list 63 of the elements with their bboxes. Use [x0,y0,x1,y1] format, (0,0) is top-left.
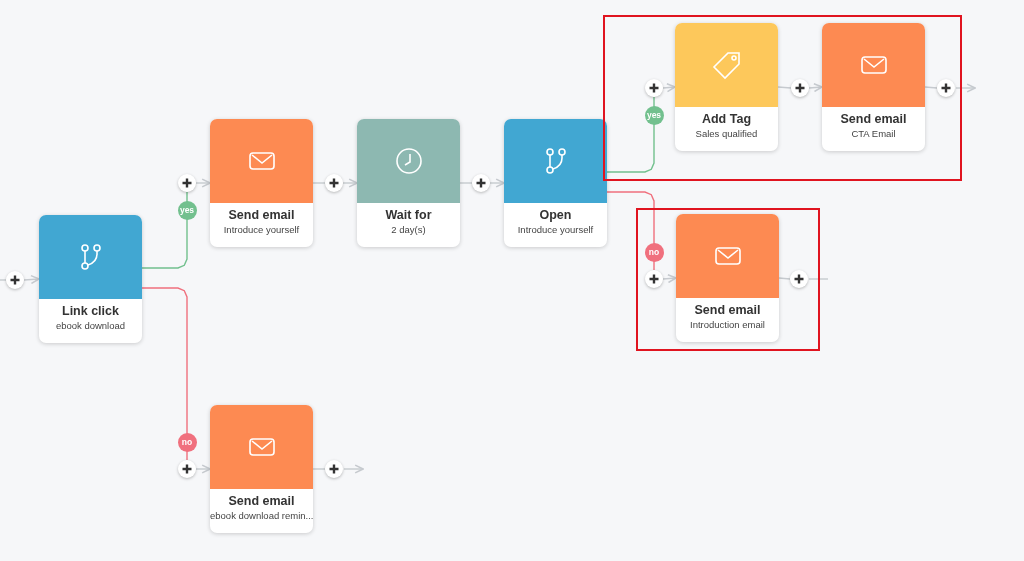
connector-line [141,287,188,461]
edge-label: no [644,242,664,262]
card-subtitle: Sales qualified [694,128,759,139]
connector-line [777,86,792,89]
action-card [822,23,925,151]
add-step-button [6,271,24,289]
card-subtitle: 2 day(s) [390,224,427,235]
card-subtitle: Introduction email [689,319,766,330]
arrow [662,273,677,284]
action-card [676,214,779,342]
edge-label: yes [644,105,664,125]
connector-line [459,182,473,184]
highlight-frame [603,15,962,181]
connector-line [0,279,7,281]
arrow [195,178,211,188]
connector-line [778,277,791,280]
connector-line [141,191,188,269]
arrow [342,178,358,188]
edge-label: no [177,432,197,452]
action-card [357,119,460,247]
action-card [210,119,313,247]
action-card [675,23,778,151]
card-subtitle: Introduce yourself [516,224,595,235]
arrow [662,82,676,93]
card-title: Send email [693,303,762,317]
card-title: Send email [227,494,296,508]
card-subtitle: CTA Email [850,128,897,139]
connector-line [312,182,326,184]
card-title: Link click [61,304,120,318]
arrow [955,83,976,93]
add-step-button [178,460,196,478]
card-title: Wait for [384,208,433,222]
action-card [210,405,313,533]
add-step-button [790,270,808,288]
arrow [195,464,211,474]
arrow [343,464,364,474]
connector-line [924,86,938,89]
arrow [23,274,40,285]
card-subtitle: ebook download [54,320,127,331]
connector-line [808,278,829,280]
card-title: Add Tag [700,112,753,126]
card-title: Open [538,208,573,222]
connector-line [312,468,326,470]
add-step-button [178,174,196,192]
card-subtitle: ebook download remin... [210,510,313,521]
connector-line [606,96,655,173]
add-step-button [645,270,663,288]
card-subtitle: Introduce yourself [222,224,301,235]
add-step-button [325,174,343,192]
add-step-button [791,79,809,97]
add-step-button [937,79,955,97]
card-title: Send email [839,112,908,126]
arrow [489,178,505,188]
connector-line [606,191,655,271]
card-title: Send email [227,208,296,222]
edge-label: yes [177,200,197,220]
highlight-frame [636,208,820,351]
add-step-button [645,79,663,97]
action-card [504,119,607,247]
add-step-button [325,460,343,478]
add-step-button [472,174,490,192]
action-card [39,215,142,343]
arrow [808,82,823,93]
